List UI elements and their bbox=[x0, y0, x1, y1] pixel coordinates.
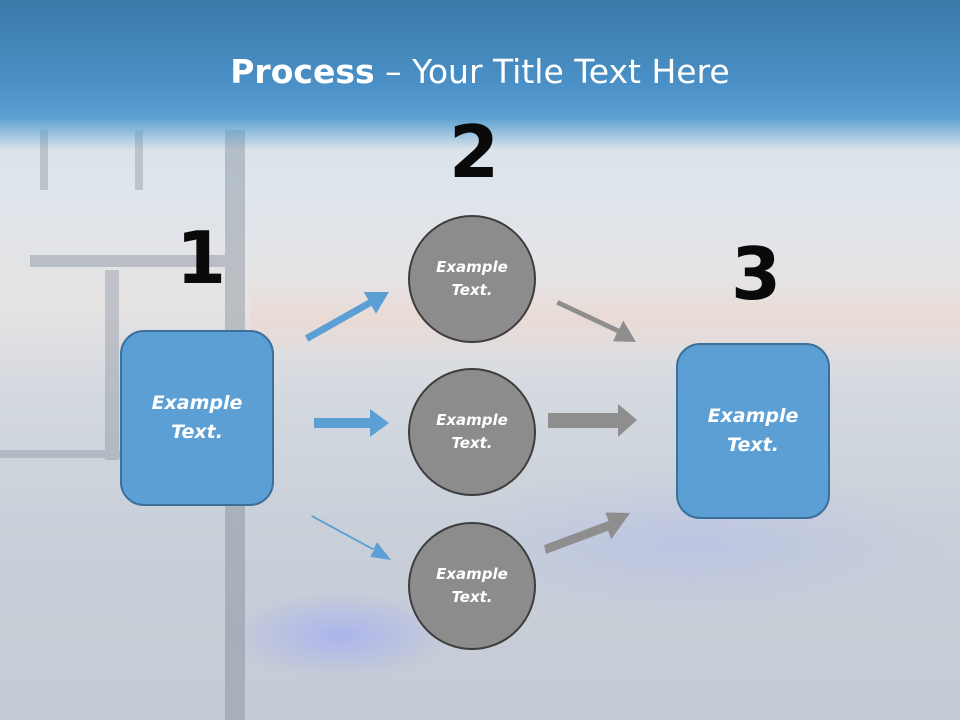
step-1-box[interactable]: Example Text. bbox=[120, 330, 274, 506]
step-3-text: Example Text. bbox=[707, 405, 799, 456]
arrow-gray-up bbox=[544, 512, 630, 554]
step-2-circle-middle[interactable]: Example Text. bbox=[408, 368, 536, 496]
title-rest: – Your Title Text Here bbox=[374, 52, 730, 91]
step-number-2: 2 bbox=[449, 110, 500, 194]
step-2-circle-top[interactable]: Example Text. bbox=[408, 215, 536, 343]
circle-bottom-text: Example Text. bbox=[436, 565, 508, 606]
arrow-gray-right bbox=[548, 404, 637, 437]
page-title: Process – Your Title Text Here bbox=[0, 52, 960, 91]
step-number-1: 1 bbox=[176, 216, 227, 300]
arrow-blue-down bbox=[310, 515, 391, 560]
step-1-text: Example Text. bbox=[151, 392, 243, 443]
step-3-box[interactable]: Example Text. bbox=[676, 343, 830, 519]
arrow-blue-right bbox=[314, 409, 389, 437]
title-bold: Process bbox=[230, 52, 375, 91]
step-number-3: 3 bbox=[731, 232, 782, 316]
circle-top-text: Example Text. bbox=[436, 258, 508, 299]
title-band bbox=[0, 0, 960, 150]
step-2-circle-bottom[interactable]: Example Text. bbox=[408, 522, 536, 650]
arrow-blue-up bbox=[304, 292, 389, 342]
circle-middle-text: Example Text. bbox=[436, 411, 508, 452]
arrow-gray-down bbox=[556, 300, 636, 342]
